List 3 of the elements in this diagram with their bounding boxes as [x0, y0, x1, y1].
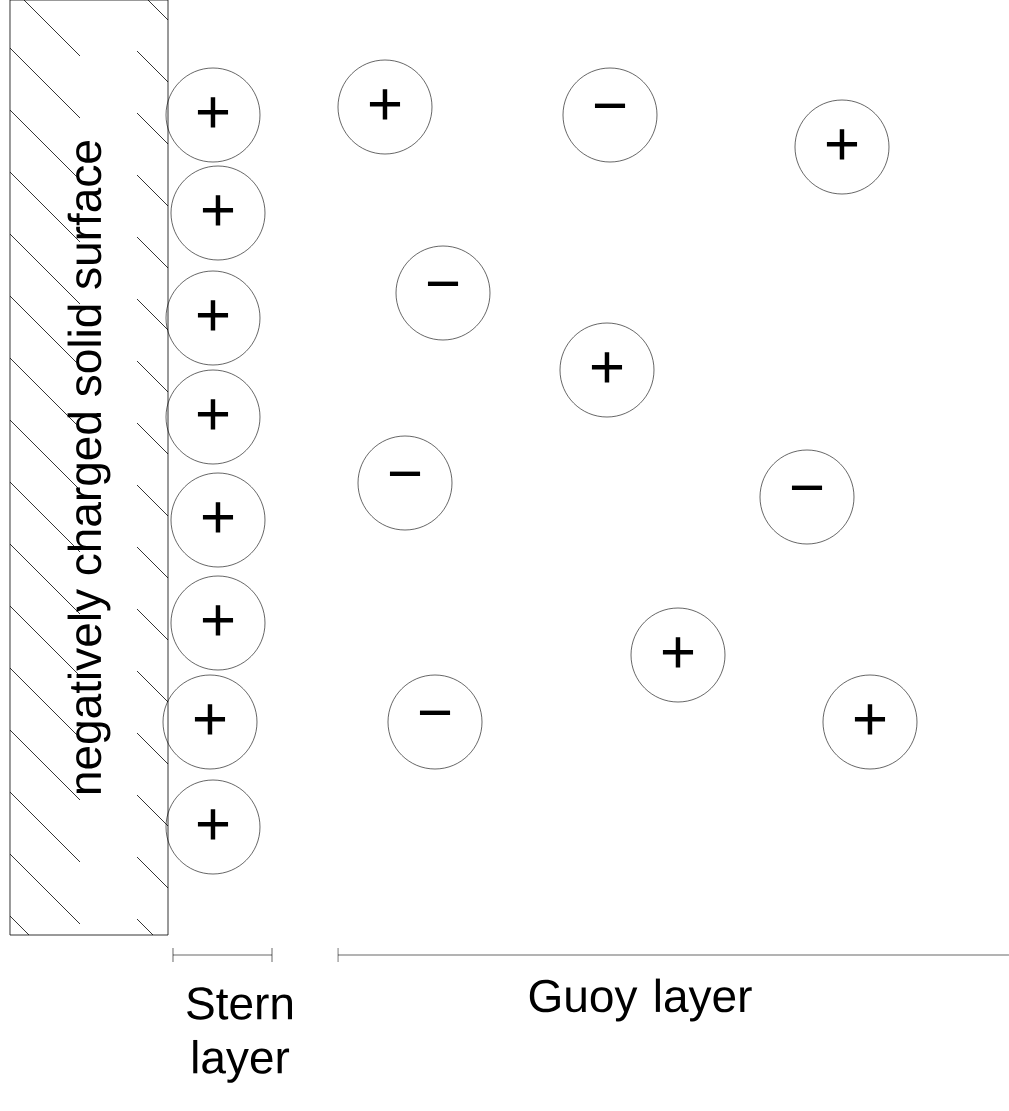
layer-label: Guoy layer [529, 978, 752, 1022]
solid-surface: negatively charged solid surface [9, 0, 169, 936]
layer-label: Stern layer [187, 987, 292, 1083]
